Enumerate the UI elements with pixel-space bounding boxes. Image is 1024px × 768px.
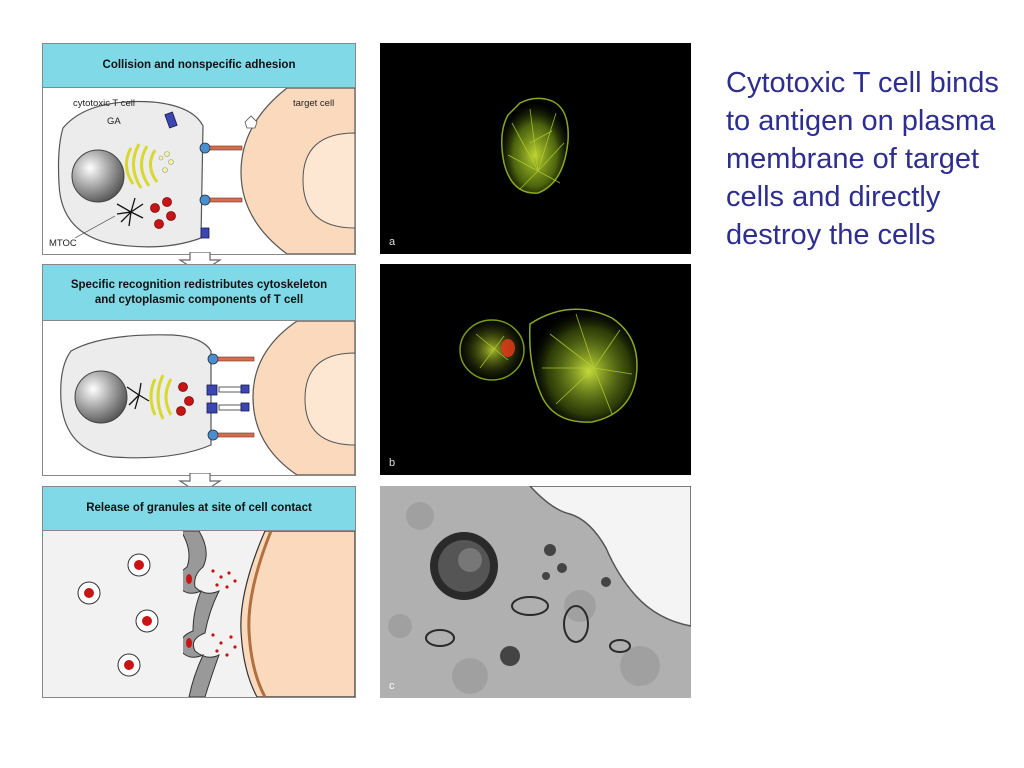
micrograph-a-label: a xyxy=(389,236,396,248)
golgi-apparatus xyxy=(125,143,159,189)
antigen-mhc xyxy=(244,115,258,129)
label-target-cell: target cell xyxy=(293,98,334,109)
granules xyxy=(176,382,194,416)
adhesion-molecules xyxy=(207,353,255,441)
mtoc xyxy=(116,197,144,227)
panel-release: Release of granules at site of cell cont… xyxy=(42,486,356,698)
t-cell-receptor xyxy=(164,111,178,129)
granules xyxy=(150,197,176,229)
panel-recognition-header-line1: Specific recognition redistributes cytos… xyxy=(70,279,328,292)
panel-recognition-header-line2: and cytoplasmic components of T cell xyxy=(94,293,304,306)
target-cell-nucleus xyxy=(302,132,355,229)
micrograph-c-label: c xyxy=(389,680,395,692)
golgi-apparatus xyxy=(149,374,173,420)
t-cell-membrane xyxy=(177,531,221,697)
panel-collision-illustration: cytotoxic T cell target cell GA MTOC xyxy=(49,88,355,254)
label-ga: GA xyxy=(107,116,121,127)
micrograph-c-image xyxy=(380,486,691,698)
micrograph-c: c xyxy=(380,486,691,698)
co-receptor xyxy=(200,227,210,239)
panel-collision-header: Collision and nonspecific adhesion xyxy=(43,44,355,88)
cytotoxic-t-cell xyxy=(60,334,212,459)
cytotoxic-t-cell xyxy=(57,100,204,248)
mtoc xyxy=(126,382,150,410)
t-cell-nucleus xyxy=(71,149,125,203)
t-cell-nucleus xyxy=(74,370,128,424)
label-cytotoxic-t-cell: cytotoxic T cell xyxy=(73,98,135,109)
released-granule-contents xyxy=(186,569,237,657)
panel-recognition-header: Specific recognition redistributes cytos… xyxy=(43,265,355,321)
micrograph-a: a xyxy=(380,43,691,254)
panel-recognition-illustration xyxy=(60,321,355,475)
slide-caption: Cytotoxic T cell binds to antigen on pla… xyxy=(726,67,999,251)
receptor-cluster xyxy=(206,384,250,414)
target-cell xyxy=(240,531,355,697)
panel-recognition: Specific recognition redistributes cytos… xyxy=(42,264,356,476)
panel-release-header: Release of granules at site of cell cont… xyxy=(43,487,355,531)
label-mtoc: MTOC xyxy=(49,238,77,249)
panel-release-illustration xyxy=(43,531,355,697)
granules xyxy=(77,553,159,677)
micrograph-b-label: b xyxy=(389,457,396,469)
micrograph-a-image xyxy=(501,97,569,194)
micrograph-b: b xyxy=(380,264,691,475)
adhesion-molecules xyxy=(199,142,243,206)
target-cell-nucleus xyxy=(304,352,355,446)
micrograph-b-image xyxy=(459,308,638,423)
panel-collision: Collision and nonspecific adhesion xyxy=(42,43,356,255)
extracellular-space xyxy=(528,486,691,627)
